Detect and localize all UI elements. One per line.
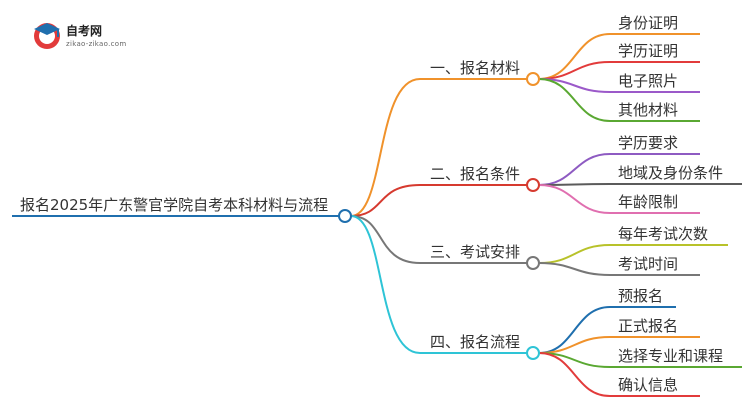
branch-topic-materials: 一、报名材料: [430, 59, 521, 77]
leaf-e-photo: 电子照片: [618, 72, 679, 90]
connector-branch-leaf-0-0: [538, 33, 611, 80]
branch-topic-conditions: 二、报名条件: [430, 165, 521, 183]
branch-topic-exam-schedule: 三、考试安排: [430, 243, 521, 261]
connector-root-branch-0: [350, 78, 421, 217]
connector-branch-leaf-1-1: [538, 183, 611, 186]
connector-branch-leaf-1-0: [538, 153, 611, 186]
leaf-region-identity: 地域及身份条件: [618, 164, 724, 182]
leaf-other-materials: 其他材料: [618, 101, 679, 119]
leaf-exam-time: 考试时间: [618, 255, 679, 273]
graduation-cap-icon: [34, 23, 60, 49]
root-node: [338, 209, 352, 223]
connector-root-branch-3: [350, 215, 421, 354]
connector-branch-leaf-2-0: [538, 244, 611, 264]
leaf-exams-per-year: 每年考试次数: [618, 225, 709, 243]
leaf-formal-registration: 正式报名: [618, 317, 679, 335]
connector-branch-leaf-2-1: [538, 262, 611, 276]
leaf-education-proof: 学历证明: [618, 42, 679, 60]
leaf-confirm-info: 确认信息: [618, 376, 679, 394]
branch-node-2: [526, 256, 540, 270]
connector-branch-leaf-1-2: [538, 184, 611, 214]
leaf-age-limit: 年龄限制: [618, 193, 679, 211]
connector-root-branch-1: [350, 184, 421, 217]
connector-root-branch-2: [350, 215, 421, 264]
branch-node-0: [526, 72, 540, 86]
connector-branch-leaf-0-3: [538, 78, 611, 122]
logo-title: 自考网: [66, 24, 103, 38]
leaf-id-proof: 身份证明: [618, 14, 679, 32]
root-topic: 报名2025年广东警官学院自考本科材料与流程: [20, 196, 329, 214]
site-logo: [30, 18, 140, 54]
branch-node-1: [526, 178, 540, 192]
logo-subtitle: zikao-zikao.com: [66, 40, 127, 48]
branch-topic-process: 四、报名流程: [430, 333, 521, 351]
branch-node-3: [526, 346, 540, 360]
connector-branch-leaf-3-0: [538, 306, 611, 354]
leaf-pre-registration: 预报名: [618, 287, 664, 305]
leaf-choose-major: 选择专业和课程: [618, 347, 724, 365]
connector-branch-leaf-3-3: [538, 352, 611, 397]
leaf-education-requirement: 学历要求: [618, 134, 679, 152]
